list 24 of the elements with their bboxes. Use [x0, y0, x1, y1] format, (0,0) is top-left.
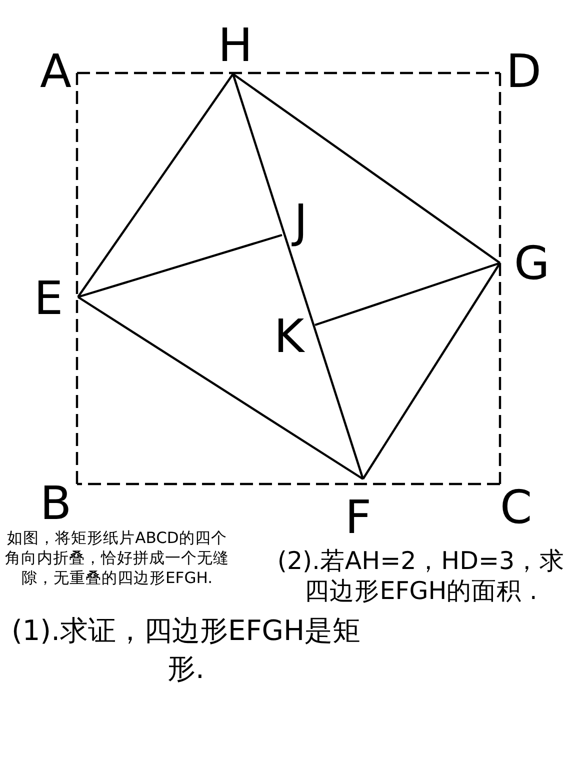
line-segment [314, 262, 500, 326]
point-label: C [500, 484, 532, 530]
point-label: J [294, 198, 308, 244]
question-text: (2).若AH=2，HD=3，求四边形EFGH的面积 . [276, 546, 566, 606]
problem-statement: 如图，将矩形纸片ABCD的四个角向内折叠，恰好拼成一个无缝隙，无重叠的四边形EFGH. [4, 528, 230, 588]
line-segment [362, 262, 501, 480]
point-label: B [40, 480, 72, 526]
point-label: E [34, 275, 64, 321]
line-segment [232, 74, 364, 480]
dashed-line [77, 72, 500, 74]
point-label: F [345, 494, 372, 540]
dashed-line [77, 482, 500, 486]
point-label: G [514, 240, 550, 286]
point-label: K [274, 313, 304, 359]
dashed-line [498, 73, 502, 484]
point-label: D [506, 48, 542, 94]
line-segment [77, 296, 364, 480]
line-segment [77, 73, 234, 298]
dashed-line [76, 73, 78, 484]
question-text: (1).求证，四边形EFGH是矩形. [10, 613, 362, 687]
point-label: A [40, 48, 72, 94]
line-segment [232, 73, 501, 264]
line-segment [78, 234, 282, 298]
point-label: H [218, 22, 253, 68]
